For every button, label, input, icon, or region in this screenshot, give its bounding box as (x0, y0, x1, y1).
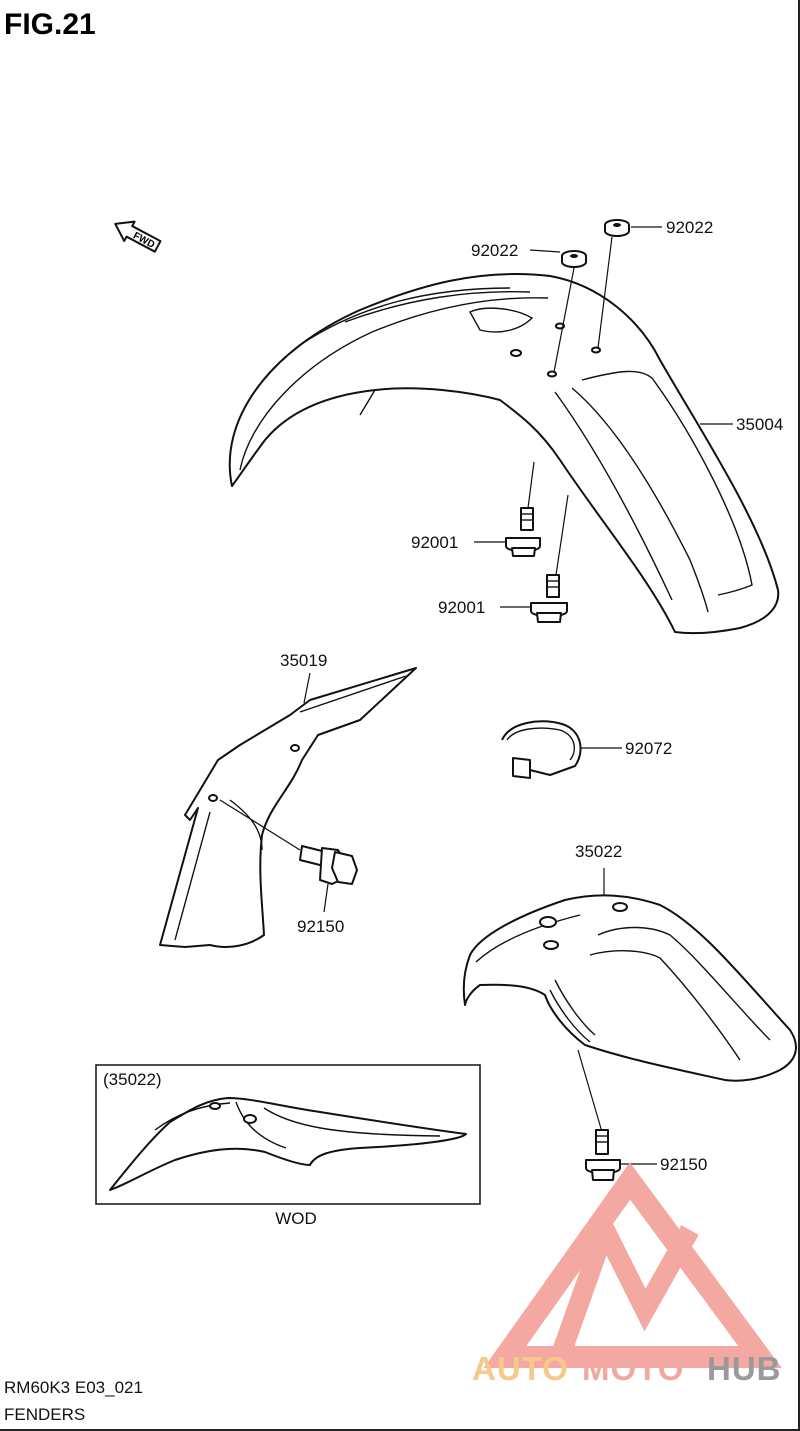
washer-92022-b (597, 219, 662, 349)
footer-section-name: FENDERS (4, 1405, 85, 1424)
bolt-92150-brace (219, 799, 358, 913)
fwd-label: FWD (131, 230, 156, 250)
callout-92022-a: 92022 (471, 241, 518, 260)
callout-92072: 92072 (625, 739, 672, 758)
front-fender-brace-35019 (159, 667, 417, 948)
callout-92150-rear: 92150 (660, 1155, 707, 1174)
callout-35022: 35022 (575, 842, 622, 861)
inset-box: (35022) (95, 1064, 481, 1205)
bolt-92001-a (474, 461, 541, 557)
front-fender-35004 (228, 273, 780, 635)
bolt-92150-rear (577, 1049, 657, 1181)
watermark-moto: MOTO (582, 1350, 684, 1387)
cable-band-92072 (501, 720, 622, 779)
rear-fender-35022 (462, 868, 797, 1082)
figure-title: FIG.21 (4, 8, 96, 41)
callout-35004: 35004 (736, 415, 783, 434)
fwd-arrow-icon: FWD (114, 220, 162, 253)
watermark-hub: HUB (707, 1350, 782, 1387)
rear-fender-wod-variant (109, 1097, 467, 1191)
footer-model-code: RM60K3 E03_021 (4, 1378, 143, 1397)
inset-ref-label: (35022) (103, 1070, 162, 1089)
watermark-auto: AUTO (472, 1350, 569, 1387)
callout-92022-b: 92022 (666, 218, 713, 237)
callout-92150-brace: 92150 (297, 917, 344, 936)
callout-92001-b: 92001 (438, 598, 485, 617)
inset-caption: WOD (275, 1209, 317, 1228)
callout-35019: 35019 (280, 651, 327, 670)
bolt-92001-b (500, 494, 569, 623)
callout-92001-a: 92001 (411, 533, 458, 552)
watermark-logo (483, 1162, 782, 1368)
watermark-text: AUTO MOTO HUB (472, 1350, 782, 1387)
washer-92022-a (529, 249, 587, 373)
